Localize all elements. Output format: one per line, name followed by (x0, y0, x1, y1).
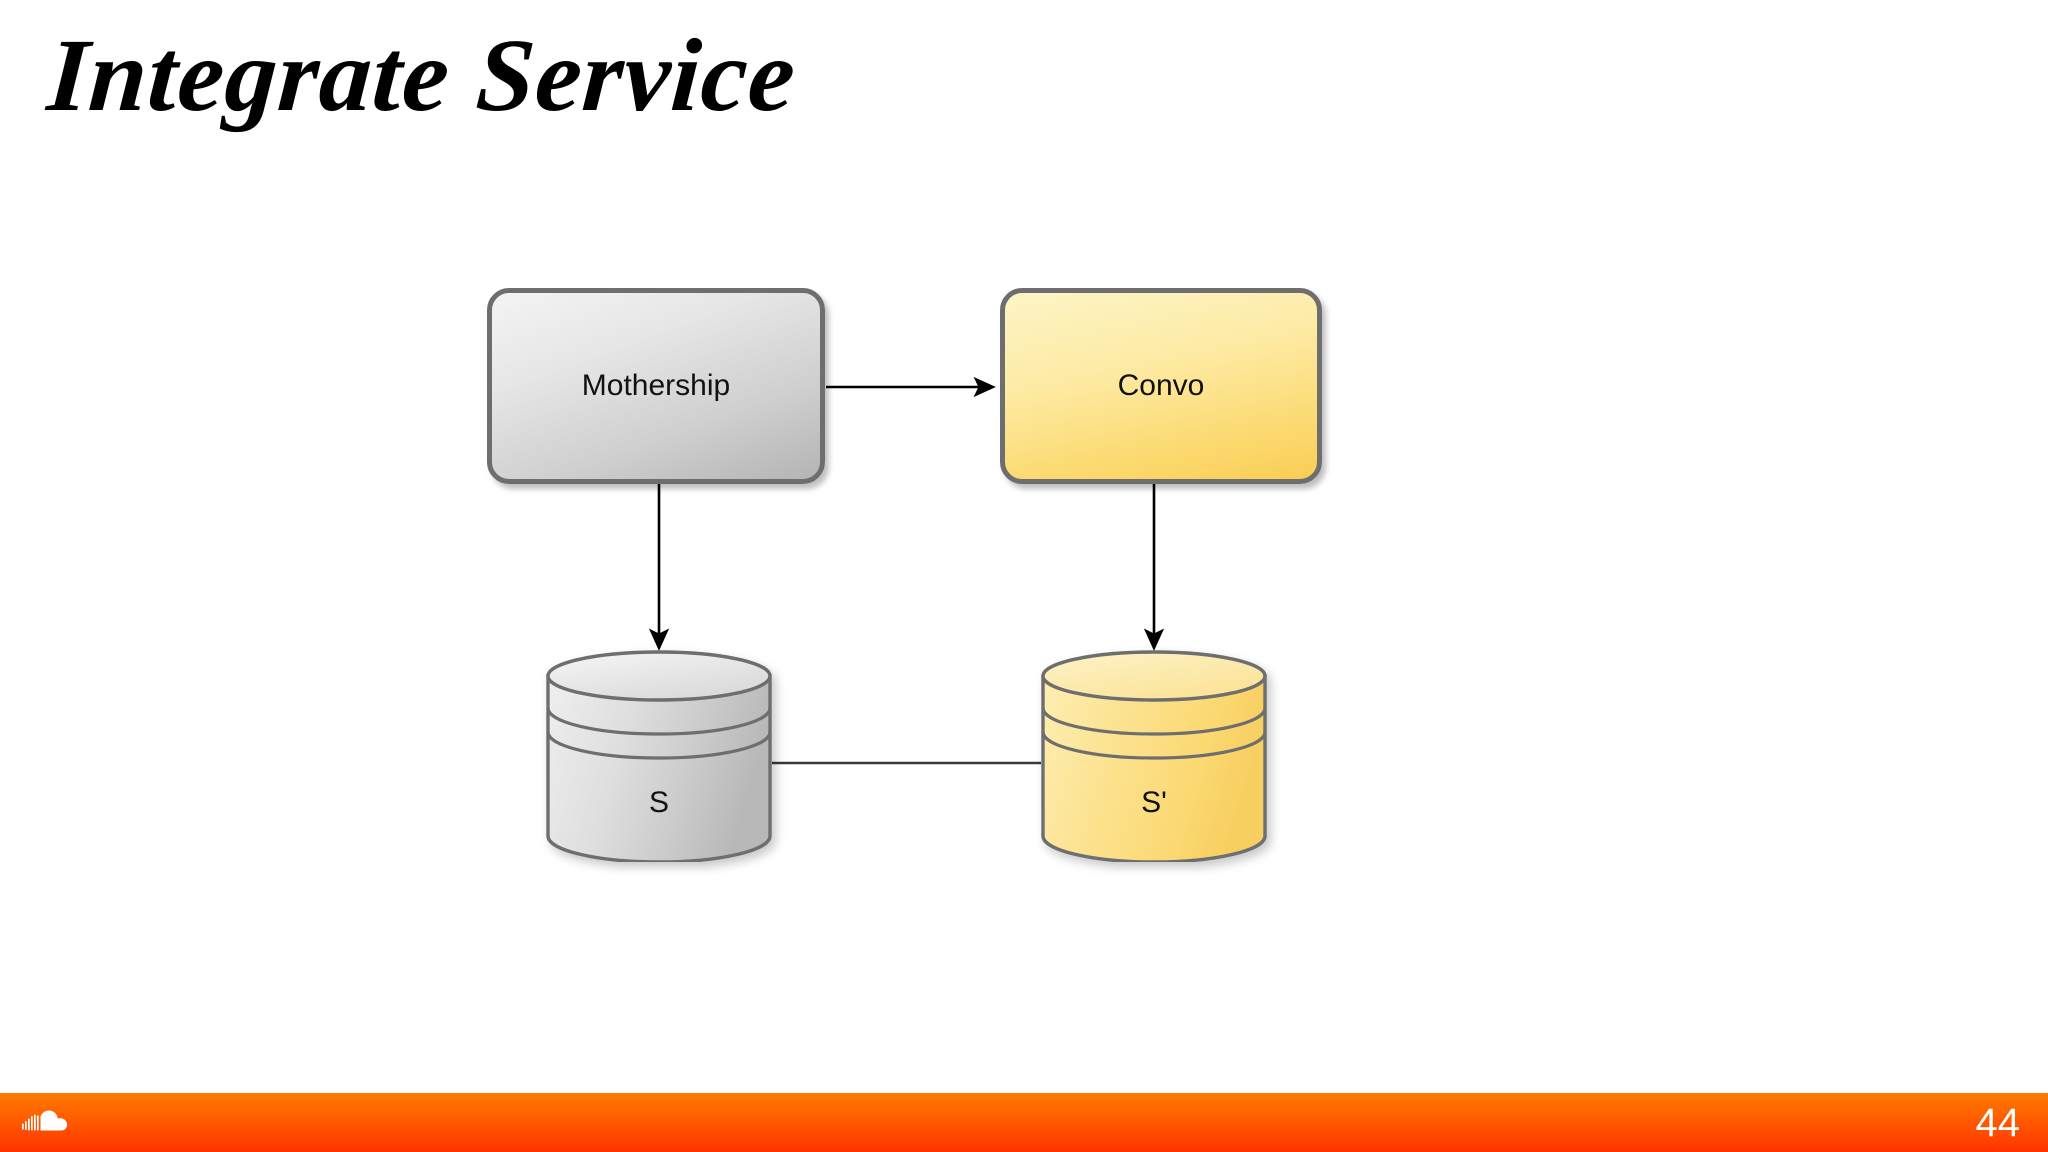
node-mothership-label: Mothership (581, 369, 731, 402)
diagram-canvas: Mothership Convo (487, 288, 1322, 862)
node-convo-label: Convo (1117, 369, 1205, 402)
diagram-connectors (648, 376, 1165, 765)
node-s-label: S (648, 786, 669, 819)
node-s-prime-label: S' (1141, 786, 1167, 819)
cylinder-shape-icon (546, 650, 772, 862)
page-number: 44 (1975, 1101, 2021, 1145)
soundcloud-logo-icon (22, 1110, 68, 1131)
cylinder-shape-icon (1041, 650, 1267, 862)
node-s-prime-datastore[interactable]: S' (1040, 650, 1268, 862)
node-s-datastore[interactable]: S (545, 650, 773, 862)
node-convo[interactable]: Convo (1000, 288, 1322, 484)
node-mothership[interactable]: Mothership (487, 288, 825, 484)
footer-bar: 44 (0, 1093, 2048, 1152)
